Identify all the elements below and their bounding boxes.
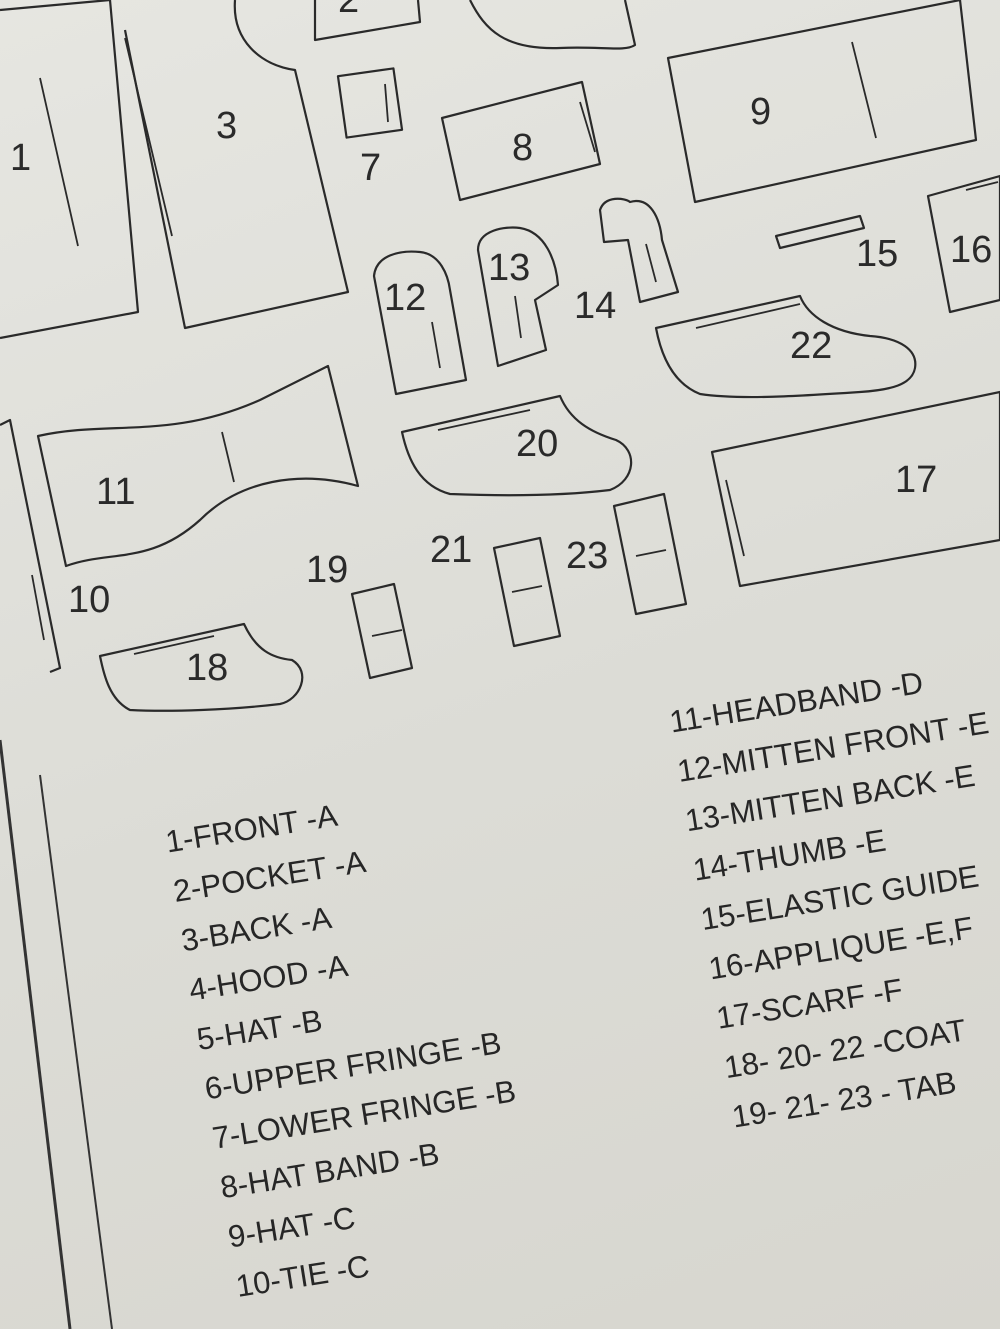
piece-21-grainline (511, 585, 543, 593)
piece-22-grainline (695, 303, 801, 329)
piece-22-label: 22 (790, 325, 832, 367)
piece-18-label: 18 (186, 647, 228, 689)
piece-15-label: 15 (856, 233, 898, 275)
piece-13-outline (476, 226, 560, 368)
piece-12-grainline (431, 321, 441, 369)
piece-2-label: 2 (338, 0, 359, 21)
piece-1-label: 1 (10, 137, 31, 179)
piece-23-outline (612, 492, 688, 616)
piece-13-label: 13 (488, 247, 530, 289)
piece-14-grainline (645, 243, 657, 283)
piece-22-outline (654, 294, 917, 399)
piece-7-label: 7 (360, 147, 381, 189)
binding-edge-inner (39, 774, 113, 1329)
piece-19-label: 19 (306, 549, 348, 591)
piece-16-outline (926, 174, 1000, 314)
piece-21-outline (492, 536, 562, 648)
piece-9-outline (666, 0, 978, 204)
piece-12-label: 12 (384, 277, 426, 319)
piece-3-outline (123, 0, 350, 330)
piece-23-grainline (635, 549, 667, 557)
piece-10-outline (0, 418, 62, 674)
piece-8-label: 8 (512, 127, 533, 169)
piece-17-grainline (725, 479, 745, 557)
piece-20-grainline (437, 409, 531, 431)
piece-14-label: 14 (574, 285, 616, 327)
piece-11-grainline (221, 431, 235, 483)
piece-9-label: 9 (750, 91, 771, 133)
piece-15-outline (774, 214, 866, 250)
piece-4-outline (469, 0, 637, 50)
binding-edge (0, 739, 72, 1329)
piece-8-outline (440, 80, 602, 202)
piece-10-grainline (31, 574, 45, 641)
piece-1-grainline (39, 77, 79, 247)
piece-16-label: 16 (950, 229, 992, 271)
piece-7-grainline (384, 83, 389, 123)
piece-2-outline (313, 0, 422, 42)
piece-11-outline (36, 364, 360, 568)
piece-18-grainline (133, 635, 215, 655)
piece-17-label: 17 (895, 459, 937, 501)
piece-19-outline (350, 582, 414, 680)
piece-17-outline (710, 390, 1000, 588)
piece-7-outline (336, 67, 404, 139)
piece-11-label: 11 (96, 471, 135, 513)
piece-13-grainline (514, 295, 522, 339)
piece-8-grainline (579, 101, 596, 153)
piece-16-grainline (965, 181, 999, 191)
piece-14-outline (598, 197, 680, 304)
piece-3-label: 3 (216, 105, 237, 147)
piece-12-outline (372, 250, 468, 396)
piece-20-outline (400, 394, 633, 497)
piece-10-label: 10 (68, 579, 110, 621)
piece-19-grainline (371, 629, 403, 637)
piece-1-outline (0, 0, 140, 340)
piece-20-label: 20 (516, 423, 558, 465)
piece-9-grainline (851, 41, 877, 139)
piece-3-grainline (124, 37, 173, 237)
piece-23-label: 23 (566, 535, 608, 577)
piece-21-label: 21 (430, 529, 472, 571)
piece-18-outline (98, 622, 304, 712)
